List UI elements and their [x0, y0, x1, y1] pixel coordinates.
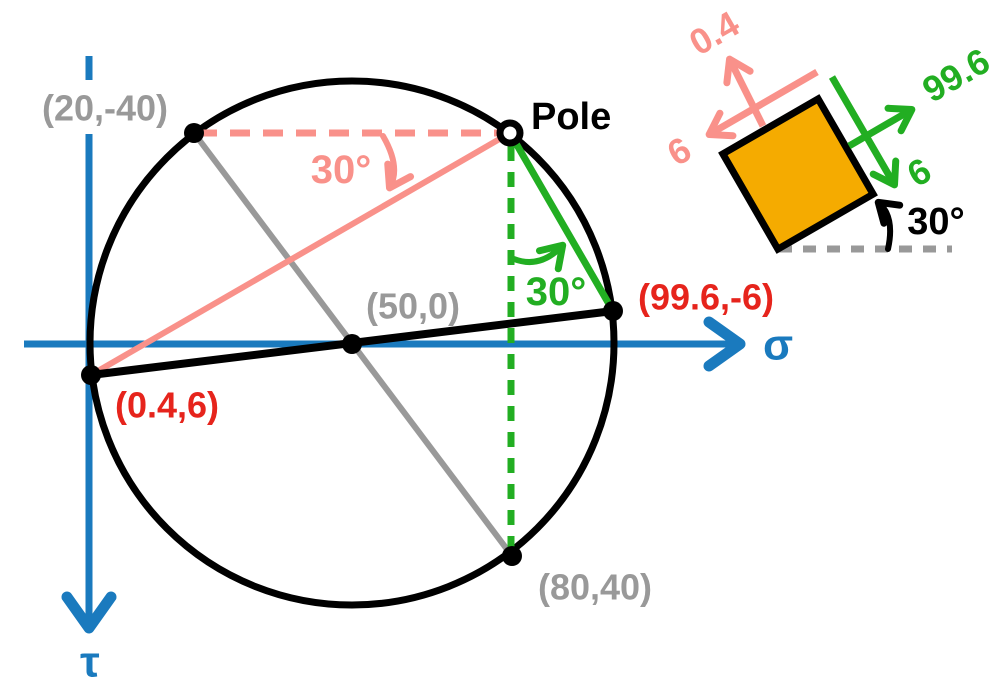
label-green-angle: 30° — [526, 270, 587, 314]
pink-angle-arrow — [380, 133, 415, 192]
pole-marker — [496, 119, 524, 147]
tau-axis-label: τ — [80, 638, 100, 681]
stress-element-inset: 0.4 6 99.6 6 30° — [660, 3, 997, 254]
label-pole: Pole — [531, 96, 611, 138]
label-point-right: (99.6,-6) — [638, 277, 774, 318]
mohr-circle — [86, 77, 618, 609]
point-center-dot — [342, 334, 362, 354]
inset-rotated-square — [718, 94, 878, 254]
inset-label-shear-left: 6 — [660, 128, 698, 174]
inset-label-normal-left: 0.4 — [682, 3, 746, 64]
label-point-left: (0.4,6) — [115, 385, 219, 426]
inset-label-normal-right: 99.6 — [915, 40, 996, 111]
inset-pink-shear-arrow — [705, 68, 819, 140]
point-20-n40-dot — [184, 123, 204, 143]
point-996-n6-dot — [603, 301, 623, 321]
green-pole-line — [506, 131, 617, 313]
point-04-6-dot — [81, 365, 101, 385]
point-80-40-dot — [502, 546, 522, 566]
label-pink-angle: 30° — [311, 148, 372, 192]
label-center-point: (50,0) — [366, 286, 460, 327]
pink-pole-line — [89, 130, 512, 378]
sigma-axis-label: σ — [763, 321, 793, 370]
inset-rotation-arrow — [874, 198, 904, 252]
inset-pink-normal-arrow — [723, 55, 767, 128]
inset-label-shear-right: 6 — [900, 149, 938, 195]
label-point-top-left: (20,-40) — [42, 88, 168, 129]
green-angle-arrow — [511, 241, 567, 273]
inset-label-rotation-angle: 30° — [907, 201, 964, 243]
inset-green-normal-arrow — [847, 104, 916, 150]
inset-green-shear-arrow — [828, 75, 900, 189]
label-point-bottom: (80,40) — [538, 567, 652, 608]
